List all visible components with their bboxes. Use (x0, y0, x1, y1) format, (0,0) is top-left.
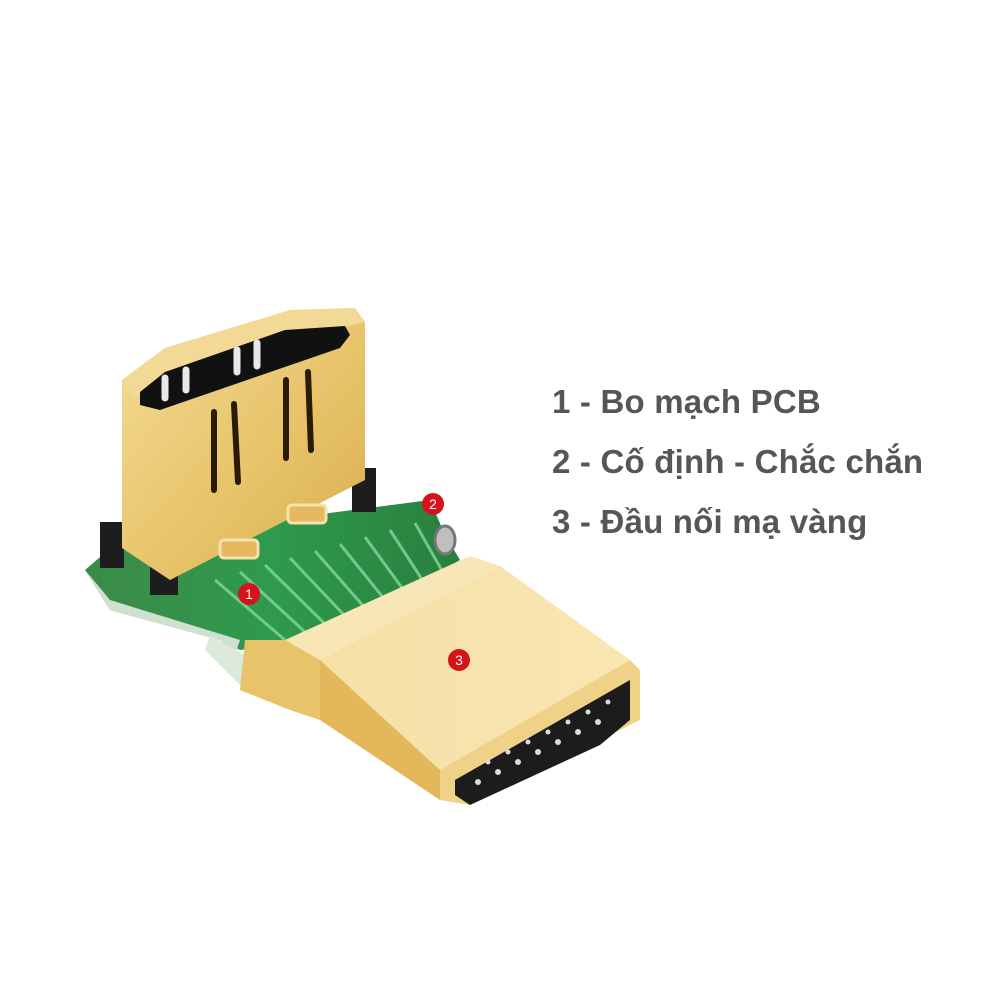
mounting-screw (433, 524, 457, 556)
marker-2: 2 (422, 493, 444, 515)
legend-item-gold-connector: 3 - Đầu nối mạ vàng (552, 503, 868, 540)
marker-3: 3 (448, 649, 470, 671)
legend: 1 - Bo mạch PCB 2 - Cố định - Chắc chắn … (552, 380, 923, 560)
svg-text:2: 2 (429, 496, 437, 512)
hdmi-female-socket (122, 308, 365, 580)
svg-text:3: 3 (455, 652, 463, 668)
marker-1: 1 (238, 583, 260, 605)
legend-item-fixing: 2 - Cố định - Chắc chắn (552, 443, 924, 480)
svg-text:1: 1 (245, 586, 253, 602)
legend-item-pcb: 1 - Bo mạch PCB (552, 383, 821, 420)
hdmi-male-plug (240, 556, 640, 805)
